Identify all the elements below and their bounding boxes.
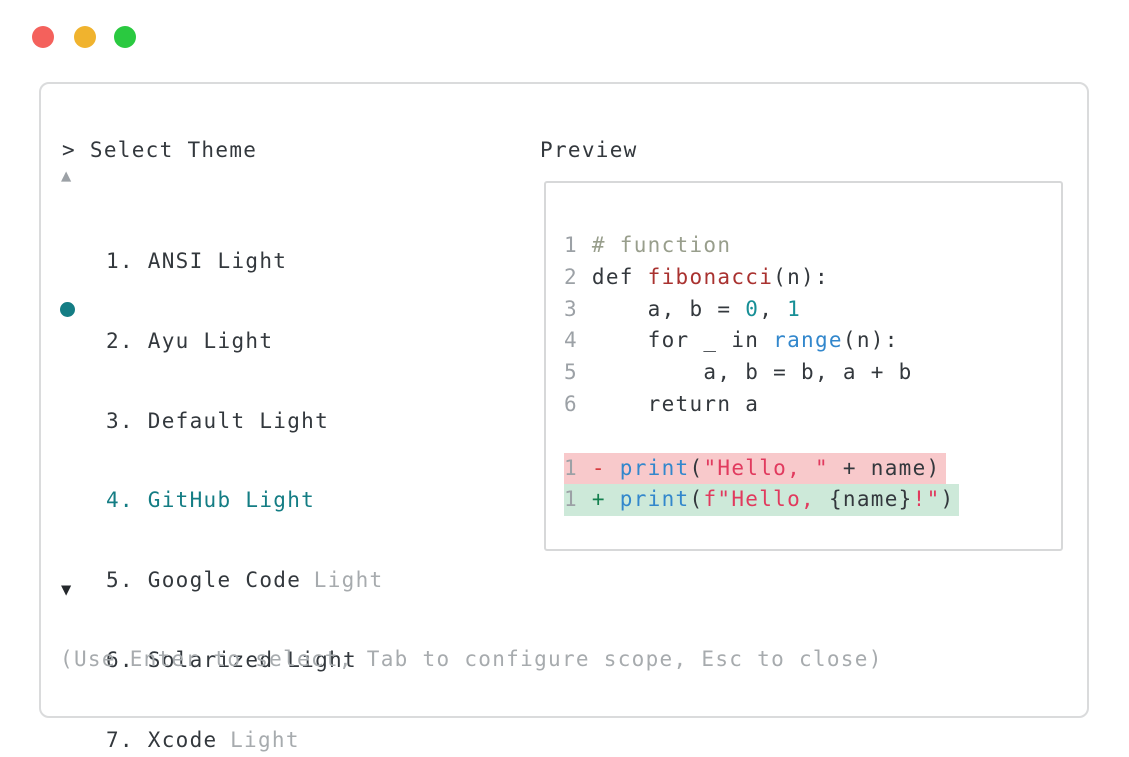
code-token: range <box>773 328 843 353</box>
scroll-down-icon[interactable]: ▼ <box>61 580 72 600</box>
code-token: f"Hello, <box>703 487 829 512</box>
code-line: 2 def fibonacci(n): <box>564 262 959 294</box>
theme-item-ansi-light[interactable]: 1. ANSI Light <box>92 246 383 278</box>
item-number: 3. <box>92 408 148 433</box>
line-number: 3 <box>564 296 592 321</box>
item-number: 1. <box>92 249 148 273</box>
code-line-content: 5 a, b = b, a + b <box>564 357 913 389</box>
theme-item-default-light[interactable]: 3. Default Light <box>92 406 383 438</box>
code-token: {name} <box>828 487 913 512</box>
item-number: 5. <box>92 568 148 593</box>
line-number: 6 <box>564 391 592 416</box>
code-token: ( <box>689 487 704 512</box>
code-line-content: 2 def fibonacci(n): <box>564 262 829 294</box>
zoom-window-icon[interactable] <box>114 26 136 48</box>
item-name: Google Code <box>147 568 302 593</box>
code-line-content: 1 - print("Hello, " + name) <box>564 452 946 485</box>
code-line-content: 4 for _ in range(n): <box>564 325 899 357</box>
code-token: fibonacci <box>647 264 774 289</box>
item-number: 6. <box>92 647 148 672</box>
theme-selector-panel: > Select Theme Preview ▲ 1. ANSI Light 2… <box>39 82 1089 752</box>
line-number: 1 <box>564 487 592 512</box>
theme-list: 1. ANSI Light 2. Ayu Light 3. Default Li… <box>92 198 383 757</box>
code-line: 6 return a <box>564 389 959 421</box>
code-line: 4 for _ in range(n): <box>564 325 959 357</box>
item-name: Solarized Light <box>147 647 357 672</box>
code-line-content: 1 # function <box>564 230 731 262</box>
item-name: Ayu Light <box>147 328 274 353</box>
code-token: a, b = <box>591 296 746 321</box>
code-token: (n): <box>842 328 899 353</box>
code-line: 3 a, b = 0, 1 <box>564 294 959 326</box>
line-number: 1 <box>564 455 592 480</box>
item-variant: Light <box>230 727 300 752</box>
theme-item-github-light-selected[interactable]: 4. GitHub Light <box>92 485 383 517</box>
code-token: ( <box>689 455 704 480</box>
item-number: 4. <box>92 488 148 513</box>
minimize-window-icon[interactable] <box>74 26 96 48</box>
code-token: 0 <box>745 296 760 321</box>
code-token: , <box>759 296 788 321</box>
code-line: 1 # function <box>564 230 959 262</box>
diff-line-added: 1 + print(f"Hello, {name}!") <box>564 484 960 517</box>
code-token: 1 <box>787 296 802 321</box>
theme-item-ayu-light[interactable]: 2. Ayu Light <box>92 326 383 358</box>
item-number: 2. <box>92 328 148 353</box>
code-line <box>564 421 959 453</box>
select-theme-prompt: > Select Theme <box>62 138 258 162</box>
selected-item-bullet-icon <box>60 302 75 317</box>
theme-item-google-code-light[interactable]: 5. Google Code Light <box>92 565 383 597</box>
line-number: 5 <box>564 360 592 385</box>
line-number: 4 <box>564 328 592 353</box>
item-number: 7. <box>92 727 148 752</box>
code-token: - <box>591 455 620 480</box>
item-name: GitHub Light <box>147 488 316 513</box>
code-token: + <box>591 487 620 512</box>
preview-title: Preview <box>540 138 638 162</box>
code-token: print <box>619 487 690 512</box>
code-token: "Hello, " <box>703 455 829 480</box>
code-token: for _ in <box>591 328 774 353</box>
scroll-up-icon[interactable]: ▲ <box>61 166 72 186</box>
diff-line-removed: 1 - print("Hello, " + name) <box>564 452 959 485</box>
code-token: def <box>591 264 648 289</box>
code-token: return a <box>591 391 760 416</box>
line-number: 1 <box>564 233 592 257</box>
theme-item-solarized-light[interactable]: 6. Solarized Light <box>92 645 383 677</box>
item-name: ANSI Light <box>147 249 288 273</box>
item-name: Xcode <box>147 727 218 752</box>
code-line-content: 1 + print(f"Hello, {name}!") <box>564 484 960 517</box>
code-token: # function <box>591 233 732 257</box>
close-window-icon[interactable] <box>32 26 54 48</box>
code-token: (n): <box>773 264 829 289</box>
theme-item-xcode-light[interactable]: 7. Xcode Light <box>92 725 383 757</box>
code-token: + name) <box>828 455 941 480</box>
code-token: !" <box>912 487 941 512</box>
item-variant: Light <box>313 568 384 593</box>
code-line-content: 3 a, b = 0, 1 <box>564 294 801 326</box>
hint-text: (Use Enter to select, Tab to configure s… <box>60 647 883 671</box>
code-line-content: 6 return a <box>564 389 759 421</box>
code-token: a, b = b, a + b <box>591 360 913 385</box>
code-token: print <box>619 455 690 480</box>
code-line: 5 a, b = b, a + b <box>564 357 959 389</box>
code-token: ) <box>940 487 955 512</box>
item-name: Default Light <box>147 408 330 433</box>
line-number: 2 <box>564 264 592 289</box>
